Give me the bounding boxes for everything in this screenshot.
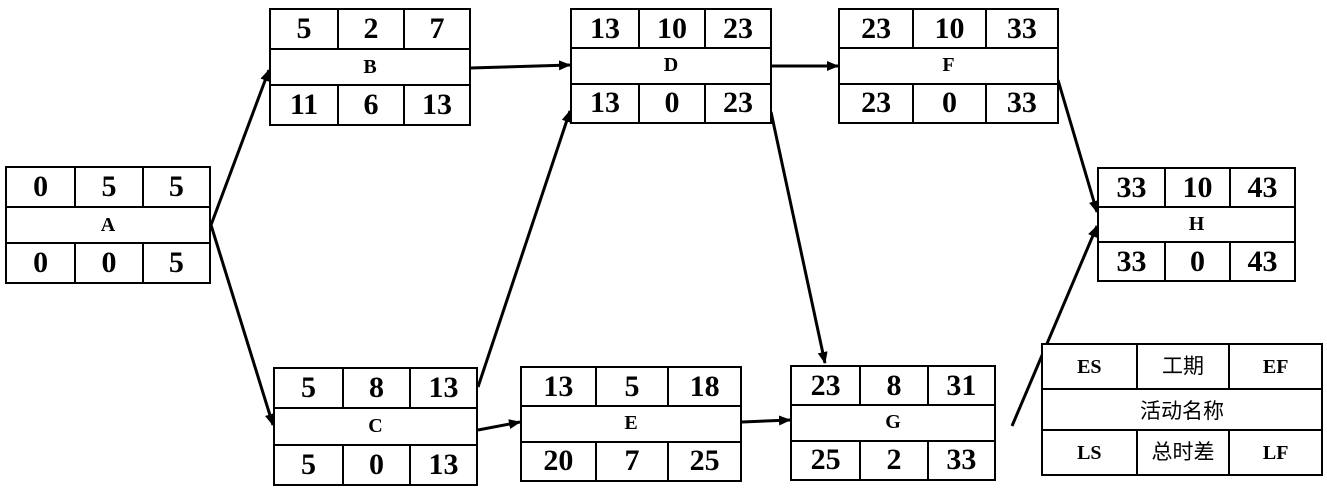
late-start: 0 bbox=[33, 246, 49, 279]
arrow-G-to-H bbox=[1010, 225, 1099, 427]
activity-name: A bbox=[7, 206, 209, 244]
late-finish: 33 bbox=[926, 441, 994, 479]
activity-name: E bbox=[522, 405, 740, 443]
legend-lf: LF bbox=[1228, 431, 1321, 474]
early-start: 33 bbox=[1116, 170, 1147, 204]
duration: 10 bbox=[912, 10, 984, 48]
early-finish: 13 bbox=[409, 369, 476, 408]
early-start: 13 bbox=[590, 11, 620, 45]
late-finish: 5 bbox=[141, 244, 209, 282]
activity-name: G bbox=[792, 404, 994, 442]
total-float: 0 bbox=[912, 84, 984, 122]
late-start: 13 bbox=[590, 86, 620, 120]
early-finish: 5 bbox=[141, 168, 209, 206]
early-finish: 18 bbox=[667, 368, 740, 406]
early-finish: 33 bbox=[984, 10, 1057, 48]
activity-name: H bbox=[1099, 206, 1294, 243]
legend-duration: 工期 bbox=[1135, 345, 1229, 388]
legend-ef: EF bbox=[1228, 345, 1321, 388]
late-finish: 13 bbox=[409, 445, 476, 484]
legend-es: ES bbox=[1077, 355, 1102, 378]
activity-name: B bbox=[271, 48, 469, 86]
duration: 5 bbox=[594, 368, 668, 406]
activity-name: F bbox=[840, 47, 1057, 85]
activity-name: C bbox=[275, 407, 476, 446]
late-finish: 23 bbox=[704, 84, 770, 122]
total-float: 2 bbox=[859, 441, 926, 479]
arrow-E-to-G bbox=[741, 415, 791, 426]
total-float: 0 bbox=[74, 244, 141, 282]
arrow-B-to-D bbox=[469, 60, 571, 71]
duration: 8 bbox=[342, 369, 409, 408]
late-start: 33 bbox=[1116, 244, 1147, 278]
duration: 5 bbox=[74, 168, 141, 206]
early-start: 0 bbox=[33, 170, 49, 203]
arrow-A-to-C bbox=[209, 224, 275, 426]
arrow-C-to-E bbox=[477, 419, 521, 432]
early-finish: 43 bbox=[1229, 169, 1294, 206]
duration: 8 bbox=[859, 367, 926, 405]
early-start: 23 bbox=[810, 368, 841, 402]
early-start: 5 bbox=[301, 371, 316, 405]
legend-activity-name: 活动名称 bbox=[1043, 388, 1321, 431]
late-start: 11 bbox=[289, 88, 319, 121]
total-float: 0 bbox=[638, 84, 704, 122]
late-finish: 43 bbox=[1229, 243, 1294, 280]
total-float: 0 bbox=[342, 445, 409, 484]
early-finish: 31 bbox=[926, 367, 994, 405]
late-start: 5 bbox=[301, 447, 316, 481]
late-finish: 13 bbox=[403, 86, 469, 124]
early-start: 13 bbox=[543, 369, 574, 403]
late-finish: 25 bbox=[667, 442, 740, 480]
legend: ES 工期 EF 活动名称 LS 总时差 LF bbox=[1041, 343, 1323, 476]
early-start: 23 bbox=[861, 11, 892, 45]
duration: 2 bbox=[337, 10, 403, 48]
arrow-A-to-B bbox=[209, 69, 271, 226]
total-float: 7 bbox=[594, 442, 668, 480]
total-float: 6 bbox=[337, 86, 403, 124]
late-start: 25 bbox=[810, 443, 841, 477]
arrow-F-to-H bbox=[1056, 79, 1099, 213]
late-start: 23 bbox=[861, 86, 892, 120]
total-float: 0 bbox=[1164, 243, 1229, 280]
duration: 10 bbox=[1164, 169, 1229, 206]
early-finish: 23 bbox=[704, 10, 770, 48]
legend-total-float: 总时差 bbox=[1135, 431, 1229, 474]
arrow-C-to-D bbox=[476, 110, 572, 388]
late-finish: 33 bbox=[984, 84, 1057, 122]
activity-name: D bbox=[572, 47, 770, 85]
early-start: 5 bbox=[296, 12, 312, 45]
arrow-D-to-G bbox=[769, 111, 828, 364]
duration: 10 bbox=[638, 10, 704, 48]
early-finish: 7 bbox=[403, 10, 469, 48]
late-start: 20 bbox=[543, 444, 574, 478]
legend-ls: LS bbox=[1077, 441, 1102, 464]
